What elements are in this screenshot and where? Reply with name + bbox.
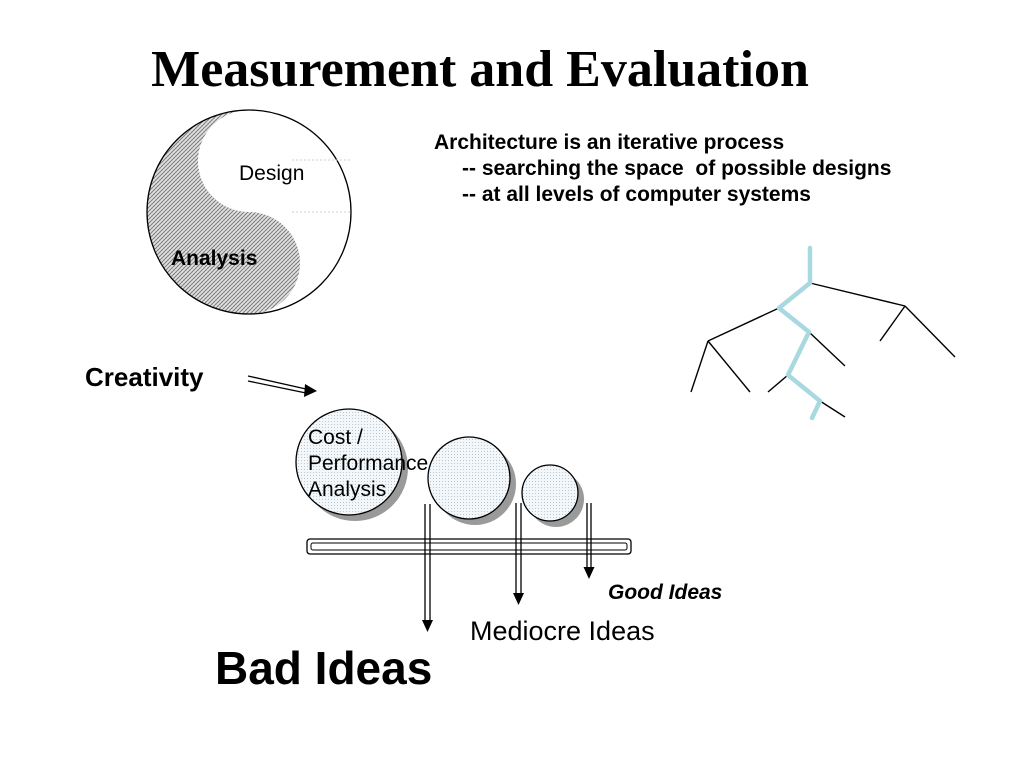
medium-bubble bbox=[427, 436, 511, 520]
mediocre-ideas-arrow bbox=[513, 503, 524, 605]
creativity-label: Creativity bbox=[85, 362, 204, 392]
search-path bbox=[776, 245, 823, 421]
good-ideas-arrow bbox=[583, 503, 595, 579]
bubble-line-3: Analysis bbox=[308, 478, 386, 501]
bad-ideas-label: Bad Ideas bbox=[215, 642, 432, 694]
outcome-arrows bbox=[422, 503, 595, 632]
analysis-label: Analysis bbox=[171, 247, 257, 270]
filter-bar bbox=[306, 538, 632, 555]
cost-performance-label: Cost / Performance Analysis bbox=[308, 426, 434, 501]
architecture-text: Architecture is an iterative process -- … bbox=[434, 130, 891, 208]
bubble-line-2: Performance bbox=[308, 452, 428, 475]
yin-yang-border bbox=[146, 109, 352, 315]
large-bubble bbox=[295, 408, 403, 516]
design-label: Design bbox=[239, 162, 304, 185]
design-space-tree bbox=[690, 245, 956, 421]
good-ideas-label: Good Ideas bbox=[608, 581, 722, 604]
creativity-arrow bbox=[247, 375, 317, 397]
architecture-line-3: -- at all levels of computer systems bbox=[462, 183, 811, 206]
evaluation-bubbles: Cost / Performance Analysis bbox=[295, 408, 584, 527]
analysis-half bbox=[147, 110, 300, 314]
yin-yang-symbol: Design Analysis bbox=[146, 109, 352, 315]
bad-ideas-arrow bbox=[422, 504, 433, 632]
slide-title: Measurement and Evaluation bbox=[151, 41, 809, 98]
small-bubble bbox=[521, 464, 579, 522]
architecture-line-1: Architecture is an iterative process bbox=[434, 131, 785, 154]
mediocre-ideas-label: Mediocre Ideas bbox=[470, 616, 655, 646]
architecture-line-2: -- searching the space of possible desig… bbox=[462, 157, 892, 180]
bubble-line-1: Cost / bbox=[308, 426, 363, 449]
